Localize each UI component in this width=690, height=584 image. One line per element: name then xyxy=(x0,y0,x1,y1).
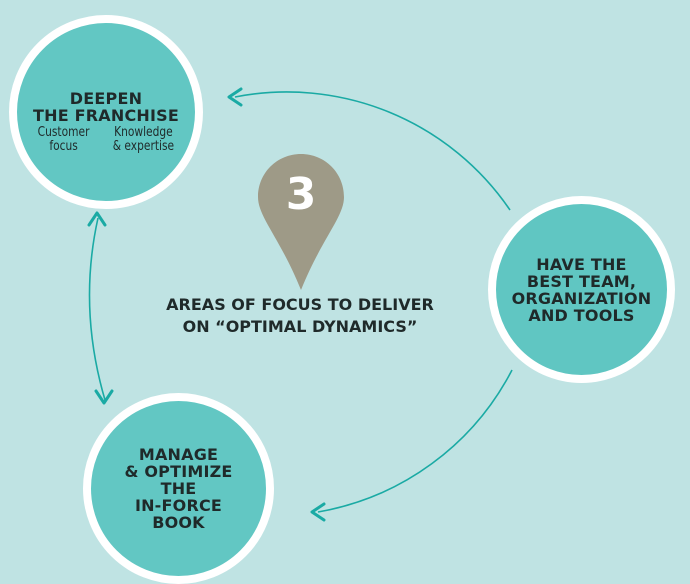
subtopic-knowledge-expertise: Knowledge & expertise xyxy=(112,125,174,154)
focus-count: 3 xyxy=(285,169,317,220)
circle-deepen-franchise: DEEPEN THE FRANCHISE Customer focus Know… xyxy=(9,15,203,209)
arrowhead-to-franchise xyxy=(227,87,243,107)
franchise-subtopics: Customer focus Knowledge & expertise xyxy=(32,126,181,154)
map-pin-icon xyxy=(258,154,344,290)
arrowhead-up-franchise xyxy=(87,211,107,227)
arc-team-to-franchise xyxy=(234,91,511,211)
headline-line-1: AREAS OF FOCUS TO DELIVER xyxy=(166,295,434,314)
franchise-title: DEEPEN THE FRANCHISE xyxy=(33,89,179,125)
arrowhead-down-inforce xyxy=(94,389,114,405)
inforce-title: MANAGE & OPTIMIZE THE IN-FORCE BOOK xyxy=(124,445,233,532)
headline-line-2: ON “OPTIMAL DYNAMICS” xyxy=(182,317,418,336)
arrowhead-to-inforce xyxy=(310,502,326,522)
circle-best-team: HAVE THE BEST TEAM, ORGANIZATION AND TOO… xyxy=(488,196,675,383)
circle-inforce-book: MANAGE & OPTIMIZE THE IN-FORCE BOOK xyxy=(83,393,274,584)
headline: AREAS OF FOCUS TO DELIVER ON “OPTIMAL DY… xyxy=(130,294,470,338)
subtopic-customer-focus: Customer focus xyxy=(37,125,89,154)
arc-team-to-inforce xyxy=(317,369,513,513)
arc-franchise-inforce xyxy=(88,217,106,401)
team-title: HAVE THE BEST TEAM, ORGANIZATION AND TOO… xyxy=(511,254,652,325)
